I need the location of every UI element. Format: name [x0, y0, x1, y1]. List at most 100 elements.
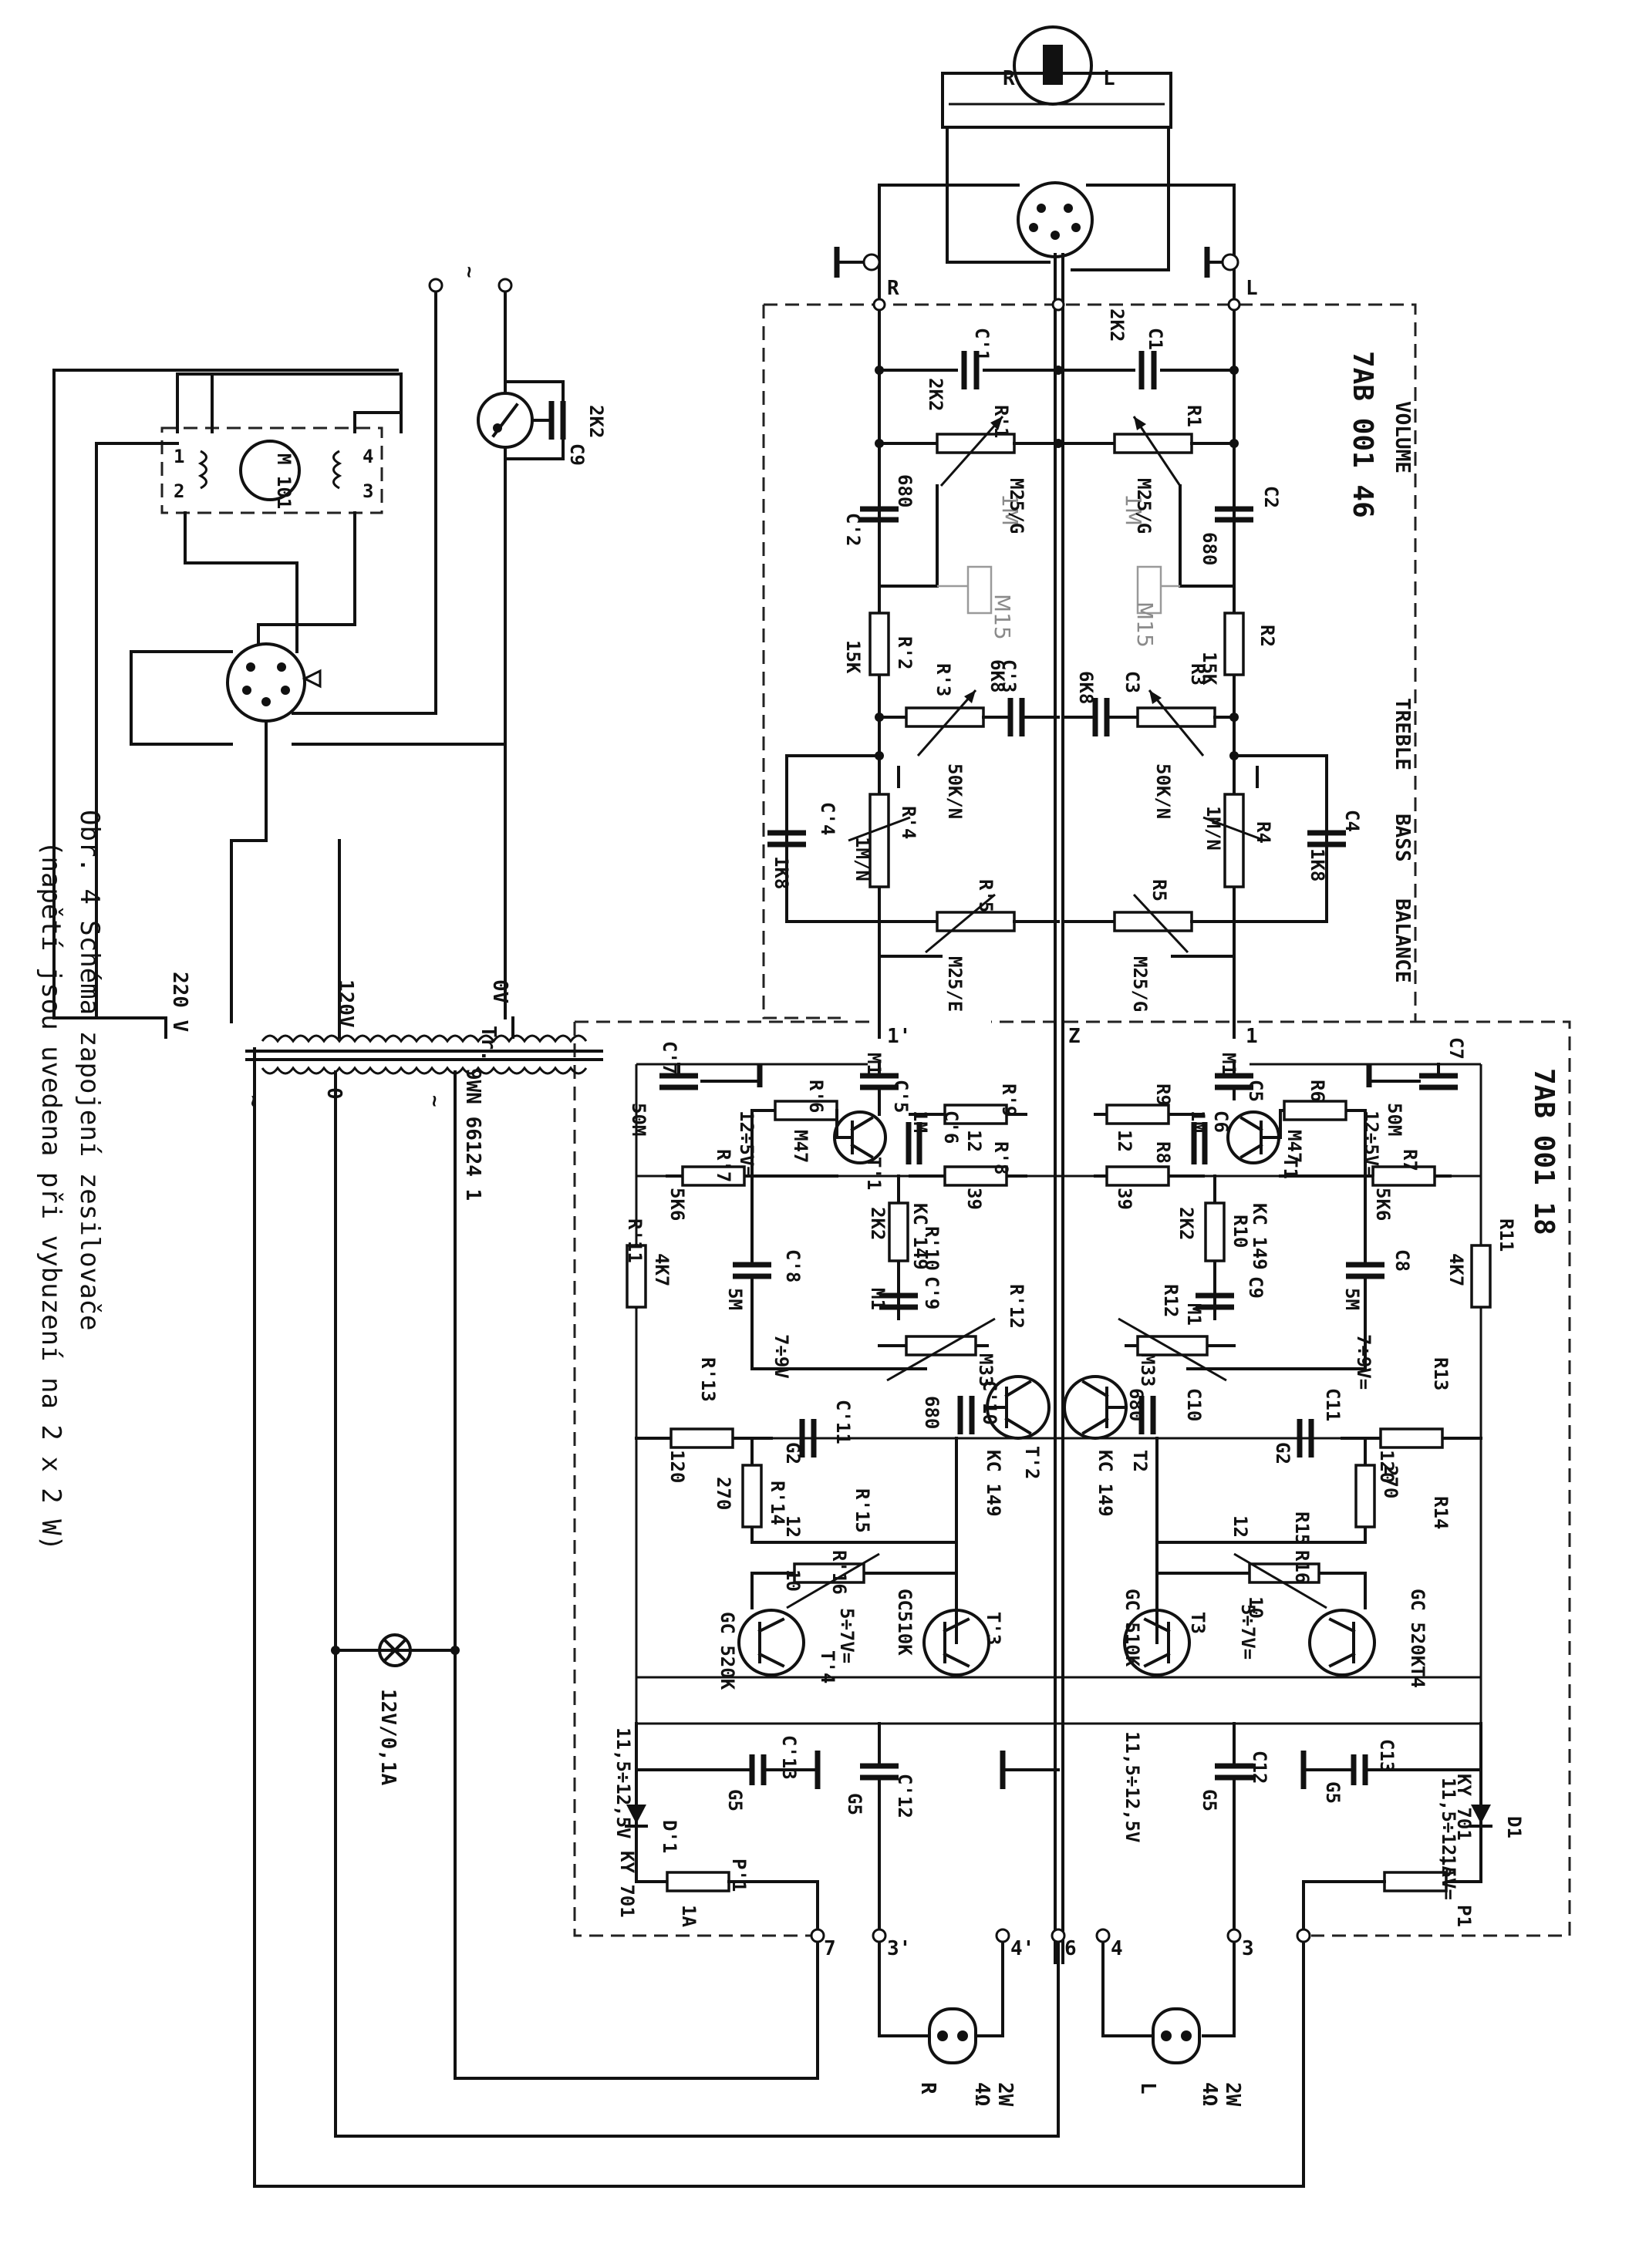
label-p1-val: 1A: [1438, 1855, 1459, 1877]
speaker-r-side: R: [916, 2082, 939, 2094]
label-c1p: C'1: [971, 328, 993, 361]
label-220v: 220 V: [168, 972, 191, 1032]
label-r16-val: 10: [1245, 1596, 1266, 1619]
label-c2: C2: [1260, 486, 1282, 508]
label-c9-val-power: 2K2: [585, 405, 607, 438]
motor-pin-1: 1: [174, 446, 184, 467]
label-120v: 120V: [334, 979, 357, 1028]
label-c8: C8: [1391, 1249, 1413, 1272]
label-c12: C12: [1249, 1751, 1270, 1784]
label-c1: C1: [1145, 328, 1166, 350]
label-c4p: C'4: [817, 802, 838, 835]
pencil-annotations: 1M 1M M15 M15: [937, 494, 1180, 648]
label-c11p: C'11: [832, 1400, 854, 1444]
label-c12-val: G5: [1199, 1789, 1220, 1811]
label-v4b: 11,5÷12,5V=: [1438, 1778, 1459, 1900]
label-r2p-val: 15K: [842, 640, 864, 674]
label-c13p-val: G5: [724, 1789, 746, 1811]
input-grounds: [834, 247, 1239, 278]
mains-din-connector: [52, 369, 399, 1023]
label-t3p-type: GC510K: [894, 1589, 916, 1656]
label-c11p-val: G2: [782, 1442, 804, 1464]
label-r3-val: 50K/N: [1152, 763, 1174, 819]
amp-channel-right: [1063, 1063, 1492, 1929]
label-r8p: R'8: [990, 1141, 1012, 1174]
label-r10p: R'10: [921, 1226, 943, 1271]
mains-transformer: [164, 743, 603, 1652]
label-v1: 12÷5V=: [1361, 1110, 1382, 1178]
volume-section: [860, 351, 1253, 588]
label-r15p-val: 12: [782, 1515, 804, 1538]
terminal-3p: 3': [887, 1937, 911, 1960]
label-c4-val: 1K8: [1307, 848, 1328, 881]
label-bass: BASS: [1391, 814, 1414, 862]
speaker-r-rating: 2W: [993, 2082, 1017, 2107]
amp-channel-left: [625, 1063, 1051, 1929]
label-c7p: C'7: [659, 1041, 680, 1074]
label-v2p: 7÷9V: [771, 1334, 792, 1379]
label-r4p-val: 1M/N: [852, 837, 873, 881]
speaker-connector-right: [928, 2007, 977, 2064]
label-c3p: C'3: [998, 659, 1020, 693]
terminal-4: 4: [1111, 1937, 1123, 1960]
label-t3-type: GC 510K: [1121, 1589, 1143, 1667]
label-r6p: R'6: [805, 1080, 827, 1113]
motor-label: M 101: [273, 453, 295, 509]
pencil-note-3: M15: [990, 594, 1015, 640]
amplifier-module-box: [573, 1020, 1571, 1937]
label-r7p: R'7: [713, 1149, 734, 1182]
label-r1-val: M25/G: [1133, 478, 1155, 534]
speaker-l-rating: 2W: [1221, 2082, 1244, 2107]
label-t1-type: KC 149: [1249, 1203, 1270, 1270]
label-r12p-val: M33: [975, 1353, 997, 1387]
label-p1p: P'1: [728, 1859, 750, 1892]
label-c3-val: 6K8: [1075, 671, 1097, 704]
mains-symbol: ~: [457, 266, 481, 278]
label-r9p: R'9: [998, 1083, 1020, 1117]
label-r10p-val: 2K2: [867, 1207, 889, 1240]
input-terminal-r: R: [887, 277, 899, 300]
label-r2p: R'2: [894, 636, 916, 669]
label-r6-val: M47: [1283, 1130, 1305, 1163]
label-t4: T4: [1407, 1666, 1428, 1688]
label-r3p: R'3: [933, 663, 954, 696]
output-terminals: [253, 1047, 1311, 2188]
label-sec-mid: 0: [322, 1087, 346, 1100]
pencil-note-4: M15: [1132, 602, 1158, 648]
label-r9-val: 12: [1114, 1130, 1135, 1152]
terminal-7: 7: [824, 1937, 836, 1960]
label-c2p: C'2: [842, 513, 864, 546]
motor-pin-4: 4: [363, 446, 373, 467]
label-r1p: R'1: [990, 405, 1012, 438]
label-c3p-val: 6K8: [987, 659, 1008, 693]
label-r3: R3: [1187, 663, 1209, 686]
label-c7-val: 50M: [1384, 1103, 1405, 1136]
label-t4p: T'4: [817, 1650, 838, 1683]
pilot-lamp: [331, 1633, 460, 1667]
label-r15: R15: [1291, 1511, 1313, 1545]
control-rails: [872, 253, 1241, 1964]
label-r6p-val: M47: [790, 1130, 811, 1163]
label-p1: P1: [1453, 1905, 1475, 1927]
label-r5p: R'5: [975, 879, 997, 912]
bass-section: [767, 754, 1346, 923]
label-r16p: R'16: [828, 1550, 850, 1595]
terminal-z: Z: [1068, 1025, 1081, 1048]
label-r11-val: 4K7: [1445, 1253, 1467, 1286]
label-sec-right: ~: [423, 1095, 446, 1107]
label-c6: C6: [1210, 1110, 1232, 1133]
label-t2p: T'2: [1021, 1446, 1043, 1479]
label-d1-type: KY 701: [1453, 1774, 1475, 1841]
label-r12: R12: [1160, 1284, 1182, 1317]
label-t2-type: KC 149: [1094, 1450, 1116, 1517]
control-module-box: [762, 303, 1417, 1023]
label-r13p: R'13: [697, 1357, 719, 1402]
speaker-l-imp: 4Ω: [1198, 2082, 1221, 2106]
label-v1p: 12÷5V=: [736, 1110, 757, 1178]
label-r5-val: M25/G: [1129, 956, 1151, 1012]
label-r15p: R'15: [852, 1488, 873, 1533]
label-r10-val: 2K2: [1175, 1207, 1197, 1240]
speaker-r-imp: 4Ω: [970, 2082, 993, 2106]
label-c13: C13: [1376, 1739, 1398, 1772]
label-t4p-type: GC 520K: [717, 1612, 738, 1690]
